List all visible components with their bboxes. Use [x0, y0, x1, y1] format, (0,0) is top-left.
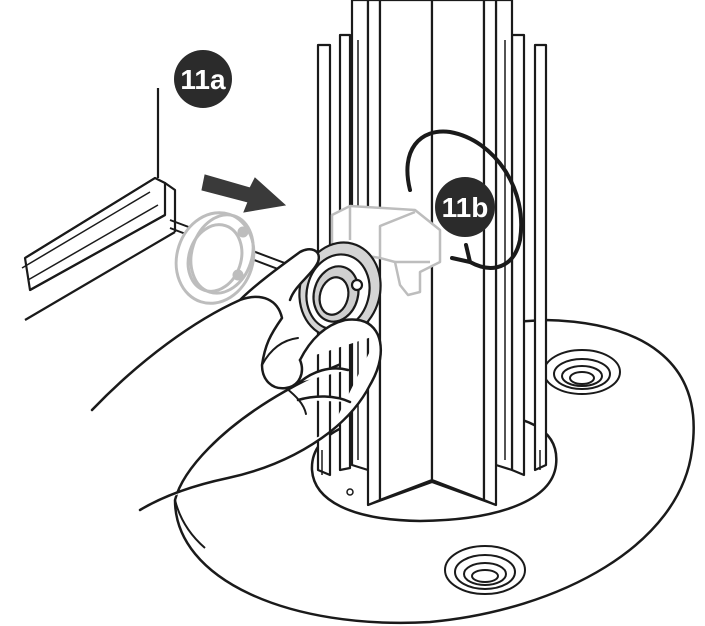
held-nut — [298, 241, 382, 339]
horizontal-rail — [21, 88, 177, 321]
callout-11a: 11a — [174, 50, 232, 108]
callout-11b: 11b — [435, 177, 495, 237]
arrow-right-icon — [201, 174, 287, 213]
screw-hole-right — [543, 349, 621, 395]
callout-11a-label: 11a — [180, 64, 226, 95]
callout-11b-label: 11b — [442, 192, 489, 223]
ghost-nut — [174, 211, 256, 305]
rotate-arrow-icon — [405, 129, 524, 270]
screw-hole-front — [444, 545, 526, 595]
ghost-bracket — [330, 204, 442, 297]
hand — [90, 248, 382, 512]
